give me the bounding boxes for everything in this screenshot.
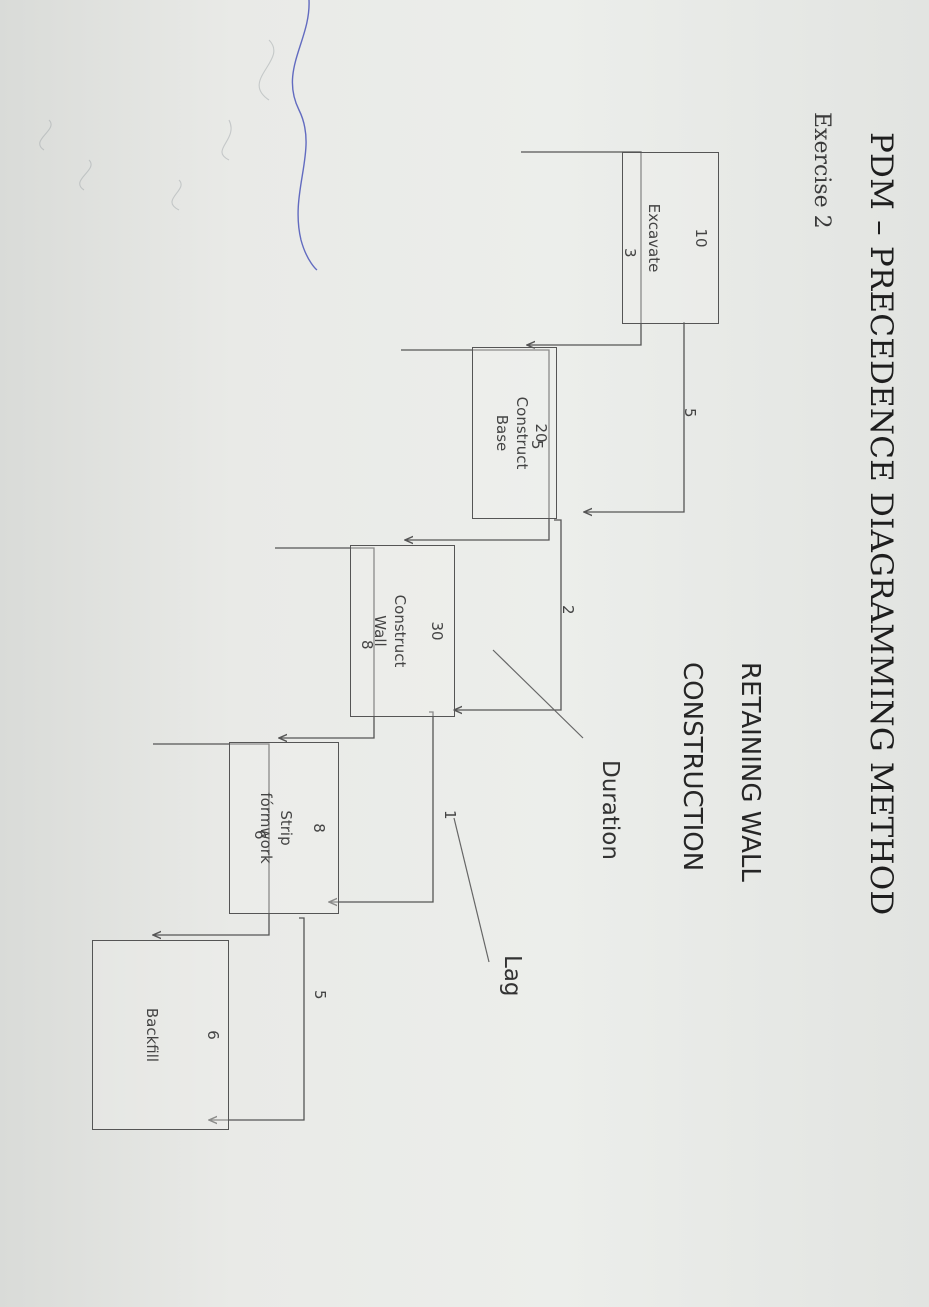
link-wall-strip-finish xyxy=(329,711,434,902)
link-excavate-base-finish xyxy=(584,322,685,512)
link-base-wall-finish xyxy=(454,519,562,710)
link-wall-strip-start xyxy=(275,547,375,738)
link-base-wall-start xyxy=(401,349,550,540)
duration-callout-leader xyxy=(492,649,584,739)
link-excavate-base-start xyxy=(521,151,642,345)
lag-callout-leader xyxy=(453,817,490,963)
link-strip-backfill-finish xyxy=(209,917,305,1120)
link-strip-backfill-start xyxy=(153,743,270,935)
